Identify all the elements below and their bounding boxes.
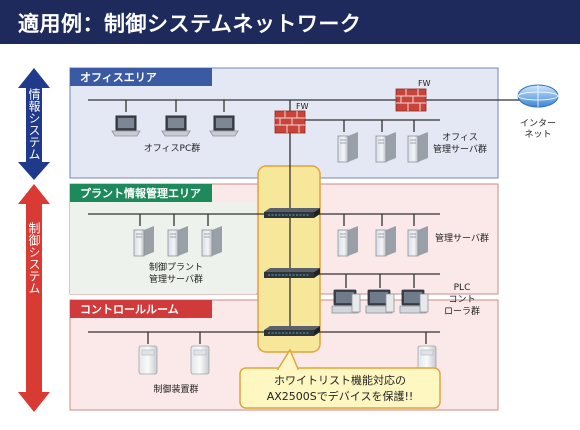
server-icon: [337, 131, 359, 163]
server-icon: [375, 225, 397, 257]
server-icon: [201, 225, 223, 257]
control-room-tab: [70, 300, 212, 318]
plc-controller-icon: [399, 289, 429, 314]
office-area-tab: [70, 68, 212, 86]
control-system-arrow: [18, 184, 50, 412]
plant-area-title: プラント情報管理エリア: [80, 186, 201, 200]
office-server-label-1: オフィス: [442, 132, 478, 143]
plc-label-1: PLC: [454, 283, 471, 293]
server-icon: [337, 225, 359, 257]
network-switch-icon: [263, 207, 321, 219]
callout-line-2: AX2500Sでデバイスを保護!!: [267, 389, 414, 403]
title-bar: 適用例：制御システムネットワーク: [0, 0, 580, 44]
office-pc-label: オフィスPC群: [144, 142, 201, 154]
highlight-column: [257, 165, 321, 353]
plant-area-tab: [70, 184, 212, 202]
laptop-icon: [111, 115, 141, 137]
control-device-icon: [138, 345, 158, 375]
server-icon: [133, 225, 155, 257]
callout-line-1: ホワイトリスト機能対応の: [274, 373, 406, 387]
server-icon: [167, 225, 189, 257]
plc-label-3: ローラ群: [444, 305, 480, 317]
plc-controller-icon: [365, 289, 395, 314]
callout-box: [239, 348, 441, 409]
laptop-icon: [161, 115, 191, 137]
server-icon: [407, 131, 429, 163]
plant-server-right-label: 管理サーバ群: [435, 232, 489, 244]
laptop-icon: [209, 115, 239, 137]
office-server-label-2: 管理サーバ群: [433, 143, 487, 155]
plant-server-left-label-2: 管理サーバ群: [149, 273, 203, 285]
control-devices-label: 制御装置群: [153, 383, 198, 395]
control-system-label: 制御システム: [27, 222, 41, 294]
server-icon: [407, 225, 429, 257]
plant-server-left-label-1: 制御プラント: [149, 261, 203, 273]
control-room-title: コントロールルーム: [80, 303, 179, 316]
plc-controller-icon: [331, 289, 361, 314]
fw-top-label: FW: [418, 79, 431, 88]
fw-mid-label: FW: [296, 102, 309, 111]
firewall-icon: [395, 88, 427, 112]
plc-label-2: コント: [448, 295, 475, 305]
firewall-icon: [274, 110, 306, 134]
internet-globe-icon: [517, 84, 559, 108]
internet-label-2: ネット: [524, 129, 551, 140]
info-system-label: 情報システム: [27, 88, 41, 160]
info-system-arrow: [18, 68, 50, 180]
internet-label-1: インター: [520, 118, 556, 129]
server-icon: [375, 131, 397, 163]
network-switch-icon: [263, 325, 321, 337]
office-area-title: オフィスエリア: [80, 71, 157, 84]
page-title: 適用例：制御システムネットワーク: [18, 12, 362, 36]
plant-area-inner: [70, 202, 256, 294]
control-device-icon: [190, 345, 210, 375]
network-switch-icon: [263, 267, 321, 279]
